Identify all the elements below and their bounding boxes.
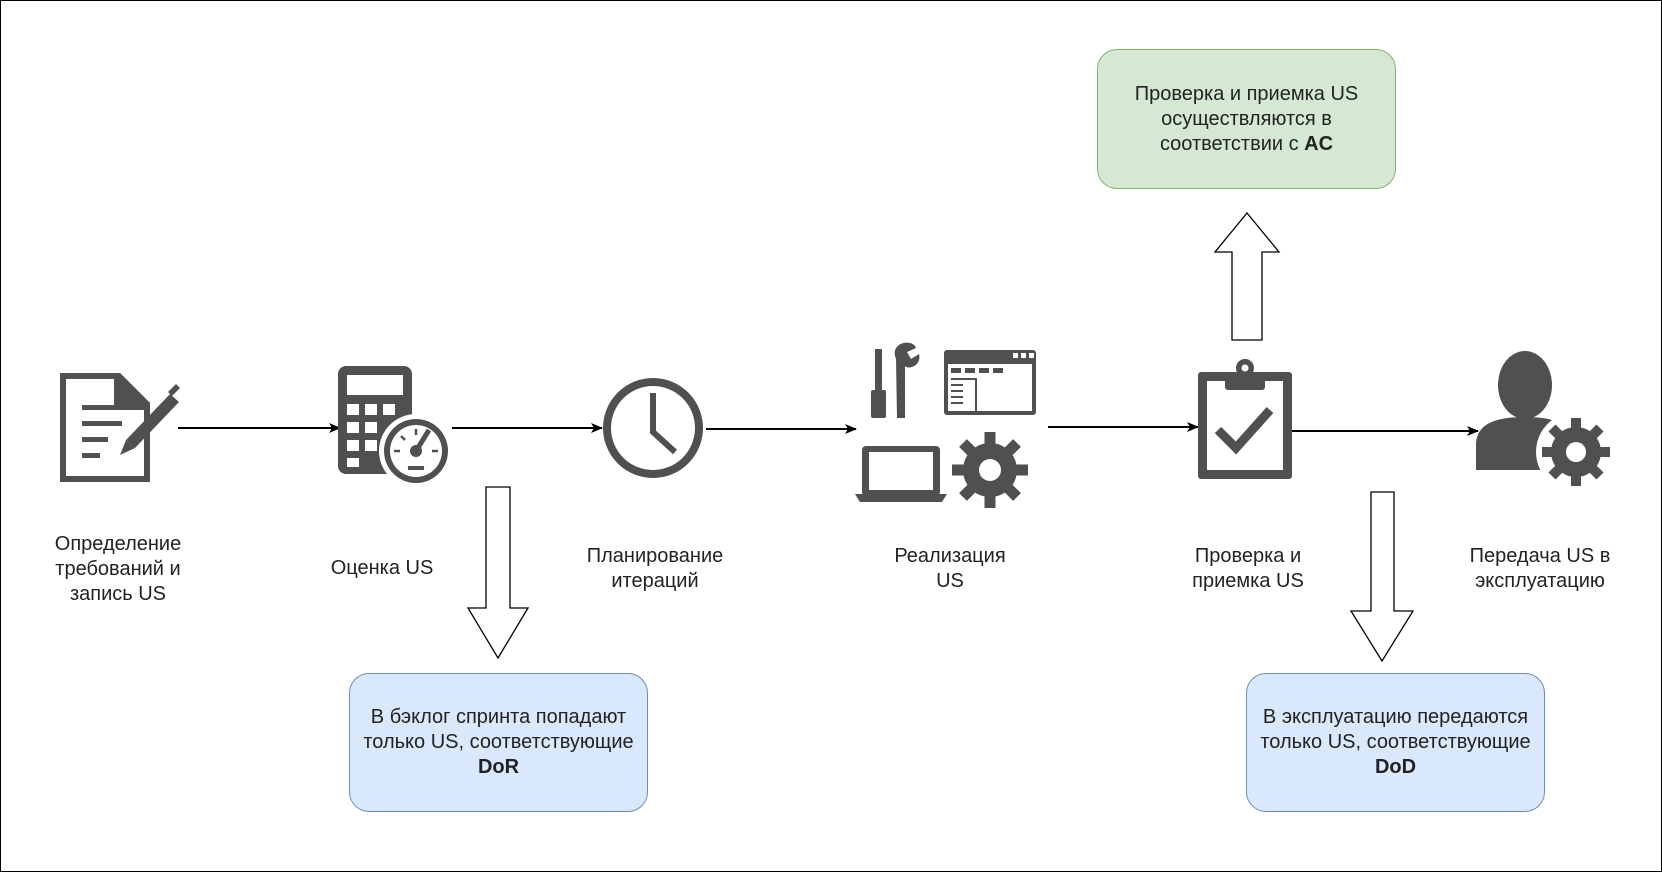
note-definition-of-done: В эксплуатацию передаются только US, соо…: [1246, 673, 1545, 812]
tools-window-laptop-gear-icon: [855, 342, 1036, 508]
note-dod-term: DoD: [1374, 756, 1417, 778]
step-label-deploy: Передача US в эксплуатацию: [1469, 545, 1611, 592]
note-acceptance-text: Проверка и приемка US осуществляются в с…: [1134, 82, 1359, 155]
note-acceptance-criteria: Проверка и приемка US осуществляются в с…: [1097, 49, 1396, 189]
note-definition-of-ready: В бэклог спринта попадают только US, соо…: [349, 673, 648, 812]
step-label-estimate: Оценка US: [330, 557, 434, 579]
block-arrow-down-dor: [466, 486, 530, 660]
step-label-implement: Реализация US: [894, 545, 1006, 592]
clock-icon: [603, 378, 703, 478]
note-acceptance-term: AC: [1304, 132, 1334, 155]
step-label-define: Определение требований и запись US: [54, 533, 182, 605]
clipboard-check-icon: [1198, 359, 1292, 479]
calculator-gauge-icon: [338, 366, 453, 488]
note-dor-text: В бэклог спринта попадают только US, соо…: [363, 706, 634, 753]
block-arrow-up-ac: [1213, 211, 1281, 341]
block-arrow-down-dod: [1349, 491, 1415, 663]
step-label-verify: Проверка и приемка US: [1192, 545, 1304, 592]
user-gear-icon: [1476, 351, 1616, 492]
note-dor-term: DoR: [477, 756, 520, 778]
note-dod-text: В эксплуатацию передаются только US, соо…: [1260, 706, 1531, 753]
step-label-plan: Планирование итераций: [586, 545, 724, 592]
document-pen-icon: [60, 373, 180, 482]
